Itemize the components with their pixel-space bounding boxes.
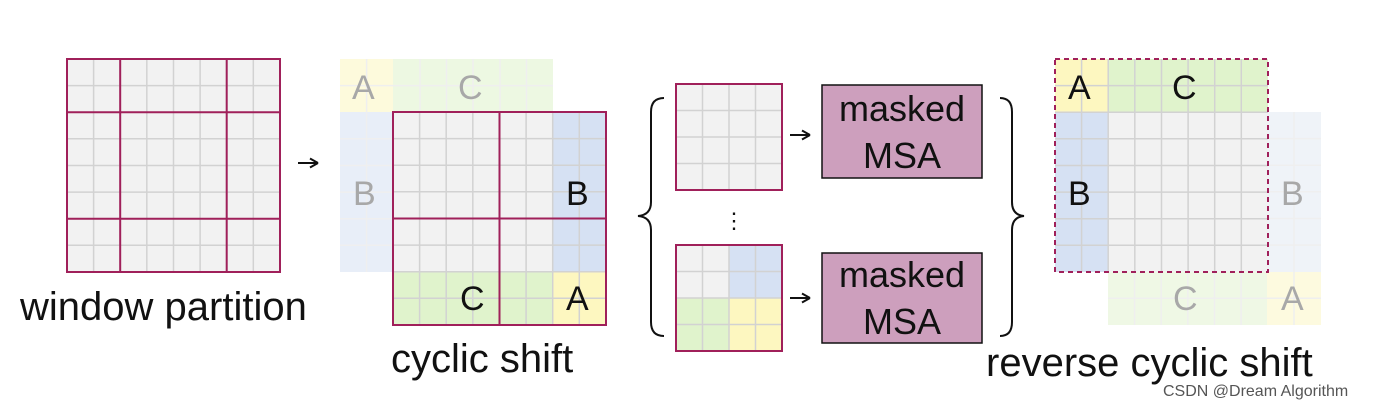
masked-msa-box-top: masked MSA — [821, 84, 983, 179]
window-top — [675, 83, 783, 191]
watermark: CSDN @Dream Algorithm — [1163, 383, 1348, 400]
window-partition-label: window partition — [19, 285, 307, 329]
right-arrow-icon — [298, 157, 319, 169]
ghost-region-b-label: B — [1281, 175, 1304, 213]
left-brace-icon — [637, 97, 665, 337]
cyclic-shift-label: cyclic shift — [391, 337, 573, 381]
region-b-label: B — [1068, 175, 1091, 213]
masked-msa-box-bottom: masked MSA — [821, 252, 983, 344]
reverse-cyclic-shift-label: reverse cyclic shift — [986, 341, 1313, 385]
region-a-label: A — [566, 280, 589, 318]
masked-msa-line1: masked — [839, 254, 965, 295]
region-a-label: A — [1068, 69, 1091, 107]
region-c-label: C — [460, 280, 485, 318]
masked-msa-line2: MSA — [863, 135, 941, 176]
right-brace-icon — [999, 97, 1025, 337]
ghost-region-a-label: A — [1281, 280, 1304, 318]
masked-msa-line2: MSA — [863, 301, 941, 342]
shifted-ghost-regions — [340, 59, 553, 272]
vertical-dots: ⋮ — [723, 208, 745, 233]
reverse-cyclic-shift-grid — [1054, 58, 1269, 273]
right-arrow-icon — [790, 129, 811, 141]
ghost-region-a-label: A — [352, 69, 375, 107]
cyclic-shift-grid — [392, 111, 607, 326]
ghost-region-c-label: C — [458, 69, 483, 107]
window-bottom — [675, 244, 783, 352]
masked-msa-line1: masked — [839, 88, 965, 129]
ghost-region-b-label: B — [353, 175, 376, 213]
window-borders — [66, 58, 281, 273]
right-arrow-icon — [790, 292, 811, 304]
region-b-label: B — [566, 175, 589, 213]
region-c-label: C — [1172, 69, 1197, 107]
window-partition-grid — [66, 58, 281, 273]
ghost-region-c-label: C — [1173, 280, 1198, 318]
